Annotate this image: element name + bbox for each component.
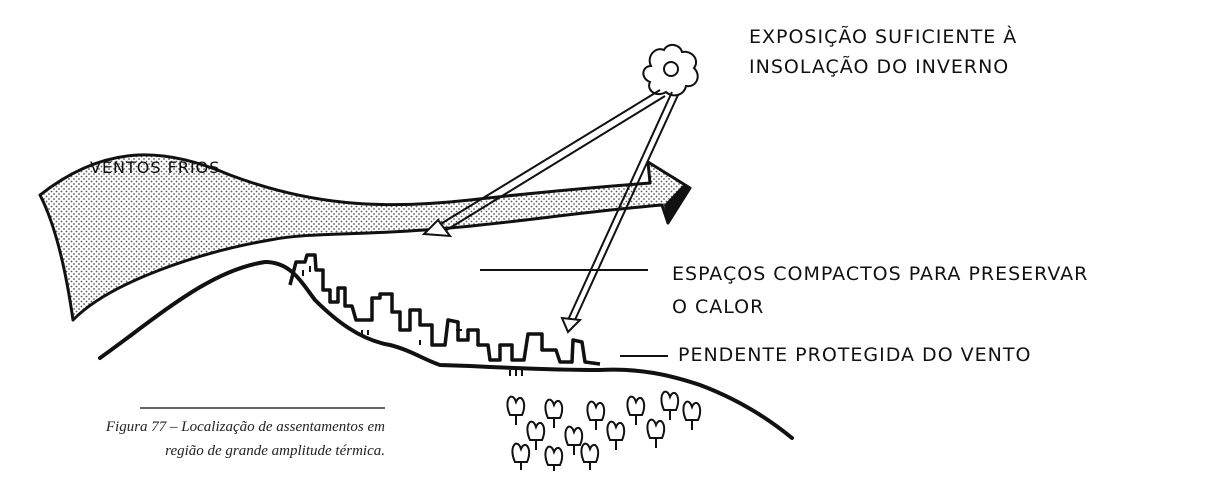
sun-icon xyxy=(642,44,699,97)
wind-arrowhead-shade xyxy=(664,185,690,223)
cold-wind-band xyxy=(38,153,692,322)
label-winter-sun-line2: INSOLAÇÃO DO INVERNO xyxy=(749,56,1010,78)
figure-caption-line1: Figura 77 – Localização de assentamentos… xyxy=(105,419,385,435)
hill-profile xyxy=(98,260,267,360)
label-compact-spaces-line2: O CALOR xyxy=(672,296,765,318)
label-cold-winds: VENTOS FRIOS xyxy=(90,158,221,177)
trees xyxy=(506,390,702,471)
terrain-line xyxy=(263,260,794,440)
sun-ray-arrow-2 xyxy=(560,91,679,334)
label-compact-spaces-line1: ESPAÇOS COMPACTOS PARA PRESERVAR xyxy=(672,263,1089,285)
compact-buildings xyxy=(288,253,601,366)
label-winter-sun-line1: EXPOSIÇÃO SUFICIENTE À xyxy=(749,26,1018,48)
figure-caption-line2: região de grande amplitude térmica. xyxy=(165,443,385,459)
window-marks xyxy=(302,266,523,376)
sun-ray-arrow-1 xyxy=(421,89,666,238)
label-sheltered-slope: PENDENTE PROTEGIDA DO VENTO xyxy=(678,344,1032,366)
